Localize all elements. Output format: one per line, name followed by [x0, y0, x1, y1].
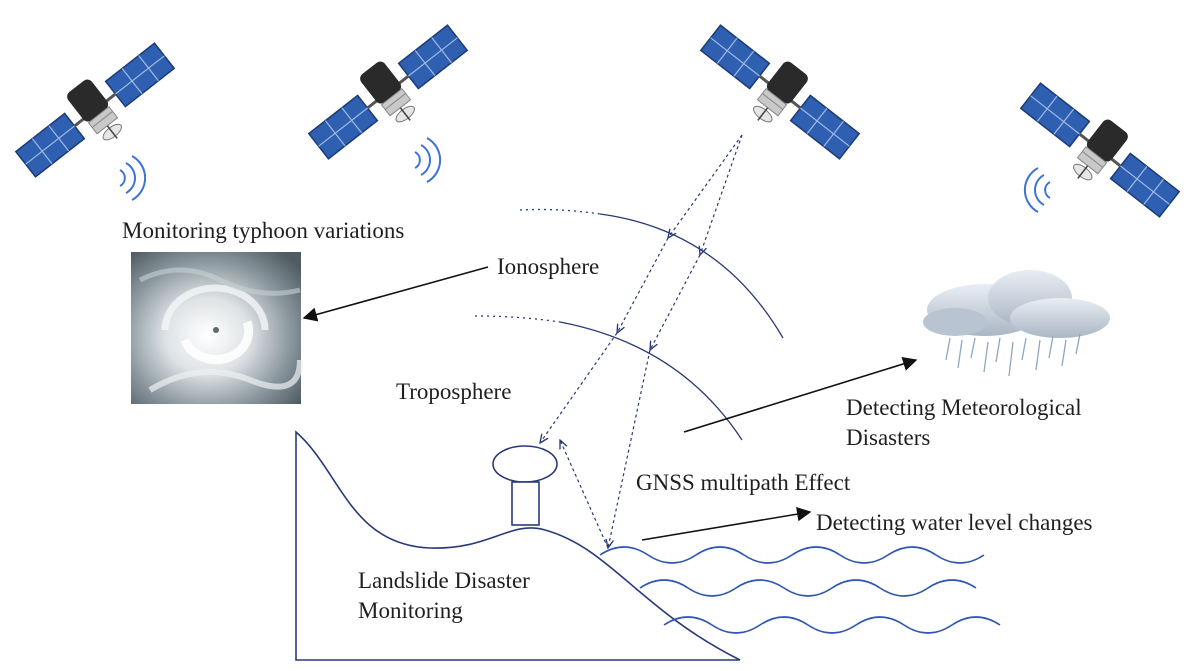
typhoon-monitoring-label: Monitoring typhoon variations — [122, 218, 405, 243]
landslide-monitoring-label: Landslide Disaster Monitoring — [358, 566, 530, 626]
terrain-hill — [295, 430, 741, 661]
ionosphere-label: Ionosphere — [497, 254, 600, 279]
water-level-label: Detecting water level changes — [816, 510, 1093, 535]
satellite-icon — [1006, 70, 1190, 235]
arrow-to-typhoon — [302, 266, 489, 322]
water-tower-icon — [492, 445, 558, 526]
arrow-to-water-level — [641, 507, 812, 541]
arrow-to-meteorological — [683, 356, 918, 433]
typhoon-image — [131, 252, 303, 404]
meteorological-disasters-label: Detecting Meteorological Disasters — [846, 393, 1082, 453]
signal-waves-icon — [1023, 167, 1051, 213]
meteorological-label-line1: Detecting Meteorological — [846, 395, 1082, 420]
satellite-icon — [298, 12, 482, 177]
water-waves — [599, 546, 1001, 634]
signal-waves-icon — [119, 155, 147, 201]
meteorological-label-line2: Disasters — [846, 425, 931, 450]
gnss-signal-paths — [540, 134, 743, 548]
satellite-icon — [686, 12, 870, 177]
landslide-label-line1: Landslide Disaster — [358, 568, 530, 593]
rain-cloud-icon — [923, 270, 1110, 377]
ionosphere-layer-arc — [519, 208, 601, 215]
signal-waves-icon — [414, 137, 442, 183]
troposphere-layer-arc — [474, 315, 561, 323]
landslide-label-line2: Monitoring — [358, 598, 463, 623]
troposphere-label: Troposphere — [396, 379, 512, 404]
satellite-icon — [5, 30, 189, 195]
gnss-multipath-label: GNSS multipath Effect — [636, 470, 851, 495]
